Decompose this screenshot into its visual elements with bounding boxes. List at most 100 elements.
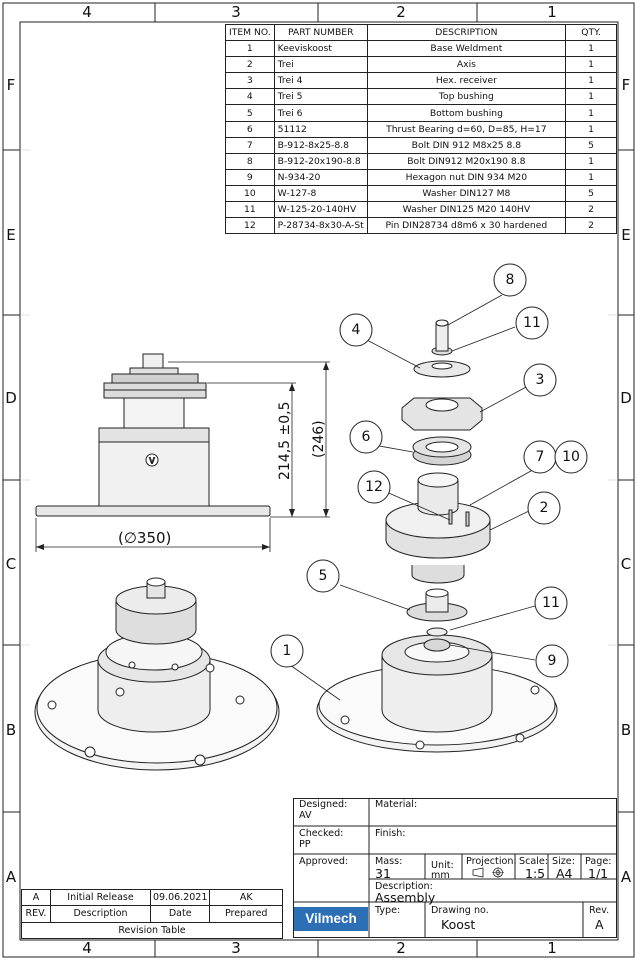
bom-description: Washer DIN125 M20 140HV bbox=[366, 201, 567, 219]
bom-description: Bottom bushing bbox=[366, 104, 567, 122]
checked-label: Checked: bbox=[299, 828, 344, 839]
revision-header-date: Date bbox=[149, 905, 211, 923]
page-label: Page: bbox=[585, 856, 612, 867]
bom-description: Bolt DIN912 M20x190 8.8 bbox=[366, 152, 567, 170]
size-value: A4 bbox=[556, 866, 573, 881]
unit-label: Unit: bbox=[431, 860, 454, 871]
bom-qty: 5 bbox=[565, 136, 617, 154]
zone-row-d-right: D bbox=[620, 389, 632, 407]
revision-date: 09.06.2021 bbox=[149, 888, 211, 907]
height-dimension: 214,5 ±0,5 bbox=[277, 401, 293, 480]
bom-part-number: 51112 bbox=[273, 120, 368, 138]
zone-col-1: 1 bbox=[547, 3, 557, 21]
drawing-no-label: Drawing no. bbox=[431, 905, 489, 916]
bom-item-no: 1 bbox=[225, 40, 275, 58]
bom-description: Base Weldment bbox=[366, 40, 567, 58]
finish-label: Finish: bbox=[375, 828, 406, 839]
zone-row-d: D bbox=[5, 389, 17, 407]
bom-description: Axis bbox=[366, 56, 567, 74]
bom-part-number: P-28734-8x30-A-St bbox=[273, 217, 368, 235]
type-label: Type: bbox=[375, 905, 401, 916]
revision-description: Initial Release bbox=[50, 888, 151, 907]
drawing-no-value: Koost bbox=[441, 917, 476, 932]
revision-header-row: REV. Description Date Prepared bbox=[21, 905, 283, 923]
bom-item-no: 3 bbox=[225, 72, 275, 90]
material-label: Material: bbox=[375, 799, 418, 810]
balloon-7: 7 bbox=[536, 449, 545, 465]
zone-row-e-right: E bbox=[621, 226, 631, 244]
bom-qty: 1 bbox=[565, 104, 617, 122]
zone-row-e: E bbox=[6, 226, 16, 244]
zone-col-3-bottom: 3 bbox=[231, 939, 241, 957]
revision-prepared: AK bbox=[209, 888, 283, 907]
size-label: Size: bbox=[552, 856, 575, 867]
zone-row-f-right: F bbox=[621, 76, 631, 94]
bom-header-part: PART NUMBER bbox=[273, 23, 368, 42]
bom-part-number: Trei 5 bbox=[273, 88, 368, 106]
bom-description: Washer DIN127 M8 bbox=[366, 184, 567, 203]
zone-col-1-bottom: 1 bbox=[547, 939, 557, 957]
balloon-5: 5 bbox=[319, 568, 328, 584]
zone-row-a-right: A bbox=[620, 868, 632, 886]
bom-qty: 1 bbox=[565, 56, 617, 74]
bom-qty: 1 bbox=[565, 168, 617, 186]
bom-description: Bolt DIN 912 M8x25 8.8 bbox=[366, 136, 567, 154]
bom-item-no: 5 bbox=[225, 104, 275, 122]
rev-value: A bbox=[595, 917, 604, 932]
revision-rev: A bbox=[21, 888, 51, 907]
description-label: Description: bbox=[375, 881, 433, 892]
bom-part-number: Keeviskoost bbox=[273, 40, 368, 58]
mass-value: 31 bbox=[375, 866, 391, 881]
balloon-3: 3 bbox=[536, 372, 545, 388]
balloon-2: 2 bbox=[540, 500, 549, 516]
dimension-lines bbox=[35, 361, 330, 552]
bom-item-no: 4 bbox=[225, 88, 275, 106]
revision-table-caption: Revision Table bbox=[21, 921, 283, 939]
bom-item-no: 6 bbox=[225, 120, 275, 138]
bom-qty: 5 bbox=[565, 184, 617, 203]
title-block: Designed: AV Checked: PP Approved: Mater… bbox=[293, 798, 617, 938]
company-logo: Vilmech bbox=[294, 907, 368, 931]
front-view: V bbox=[35, 353, 271, 517]
approved-label: Approved: bbox=[299, 856, 349, 867]
bom-item-no: 2 bbox=[225, 56, 275, 74]
balloon-8: 8 bbox=[506, 272, 515, 288]
bom-part-number: W-127-8 bbox=[273, 184, 368, 203]
bom-qty: 1 bbox=[565, 72, 617, 90]
bom-part-number: W-125-20-140HV bbox=[273, 201, 368, 219]
bom-item-no: 7 bbox=[225, 136, 275, 154]
bom-description: Pin DIN28734 d8m6 x 30 hardened bbox=[366, 217, 567, 235]
exploded-view bbox=[316, 319, 558, 753]
bom-part-number: B-912-8x25-8.8 bbox=[273, 136, 368, 154]
bom-qty: 1 bbox=[565, 152, 617, 170]
revision-row: A Initial Release 09.06.2021 AK bbox=[21, 888, 283, 907]
bom-qty: 2 bbox=[565, 201, 617, 219]
zone-col-4: 4 bbox=[82, 3, 92, 21]
page-value: 1/1 bbox=[588, 866, 609, 881]
bom-item-no: 10 bbox=[225, 184, 275, 203]
projection-label: Projection: bbox=[466, 856, 517, 867]
unit-value: mm bbox=[431, 870, 450, 881]
balloon-11-bottom: 11 bbox=[542, 595, 560, 611]
zone-row-c: C bbox=[5, 555, 17, 573]
scale-label: Scale: bbox=[519, 856, 549, 867]
zone-col-3: 3 bbox=[231, 3, 241, 21]
zone-col-4-bottom: 4 bbox=[82, 939, 92, 957]
bom-part-number: Trei bbox=[273, 56, 368, 74]
bom-item-no: 12 bbox=[225, 217, 275, 235]
bom-part-number: Trei 6 bbox=[273, 104, 368, 122]
revision-header-description: Description bbox=[50, 905, 151, 923]
zone-row-b: B bbox=[5, 721, 17, 739]
bom-qty: 1 bbox=[565, 88, 617, 106]
zone-col-2: 2 bbox=[396, 3, 406, 21]
scale-value: 1:5 bbox=[525, 866, 546, 881]
bom-part-number: B-912-20x190-8.8 bbox=[273, 152, 368, 170]
